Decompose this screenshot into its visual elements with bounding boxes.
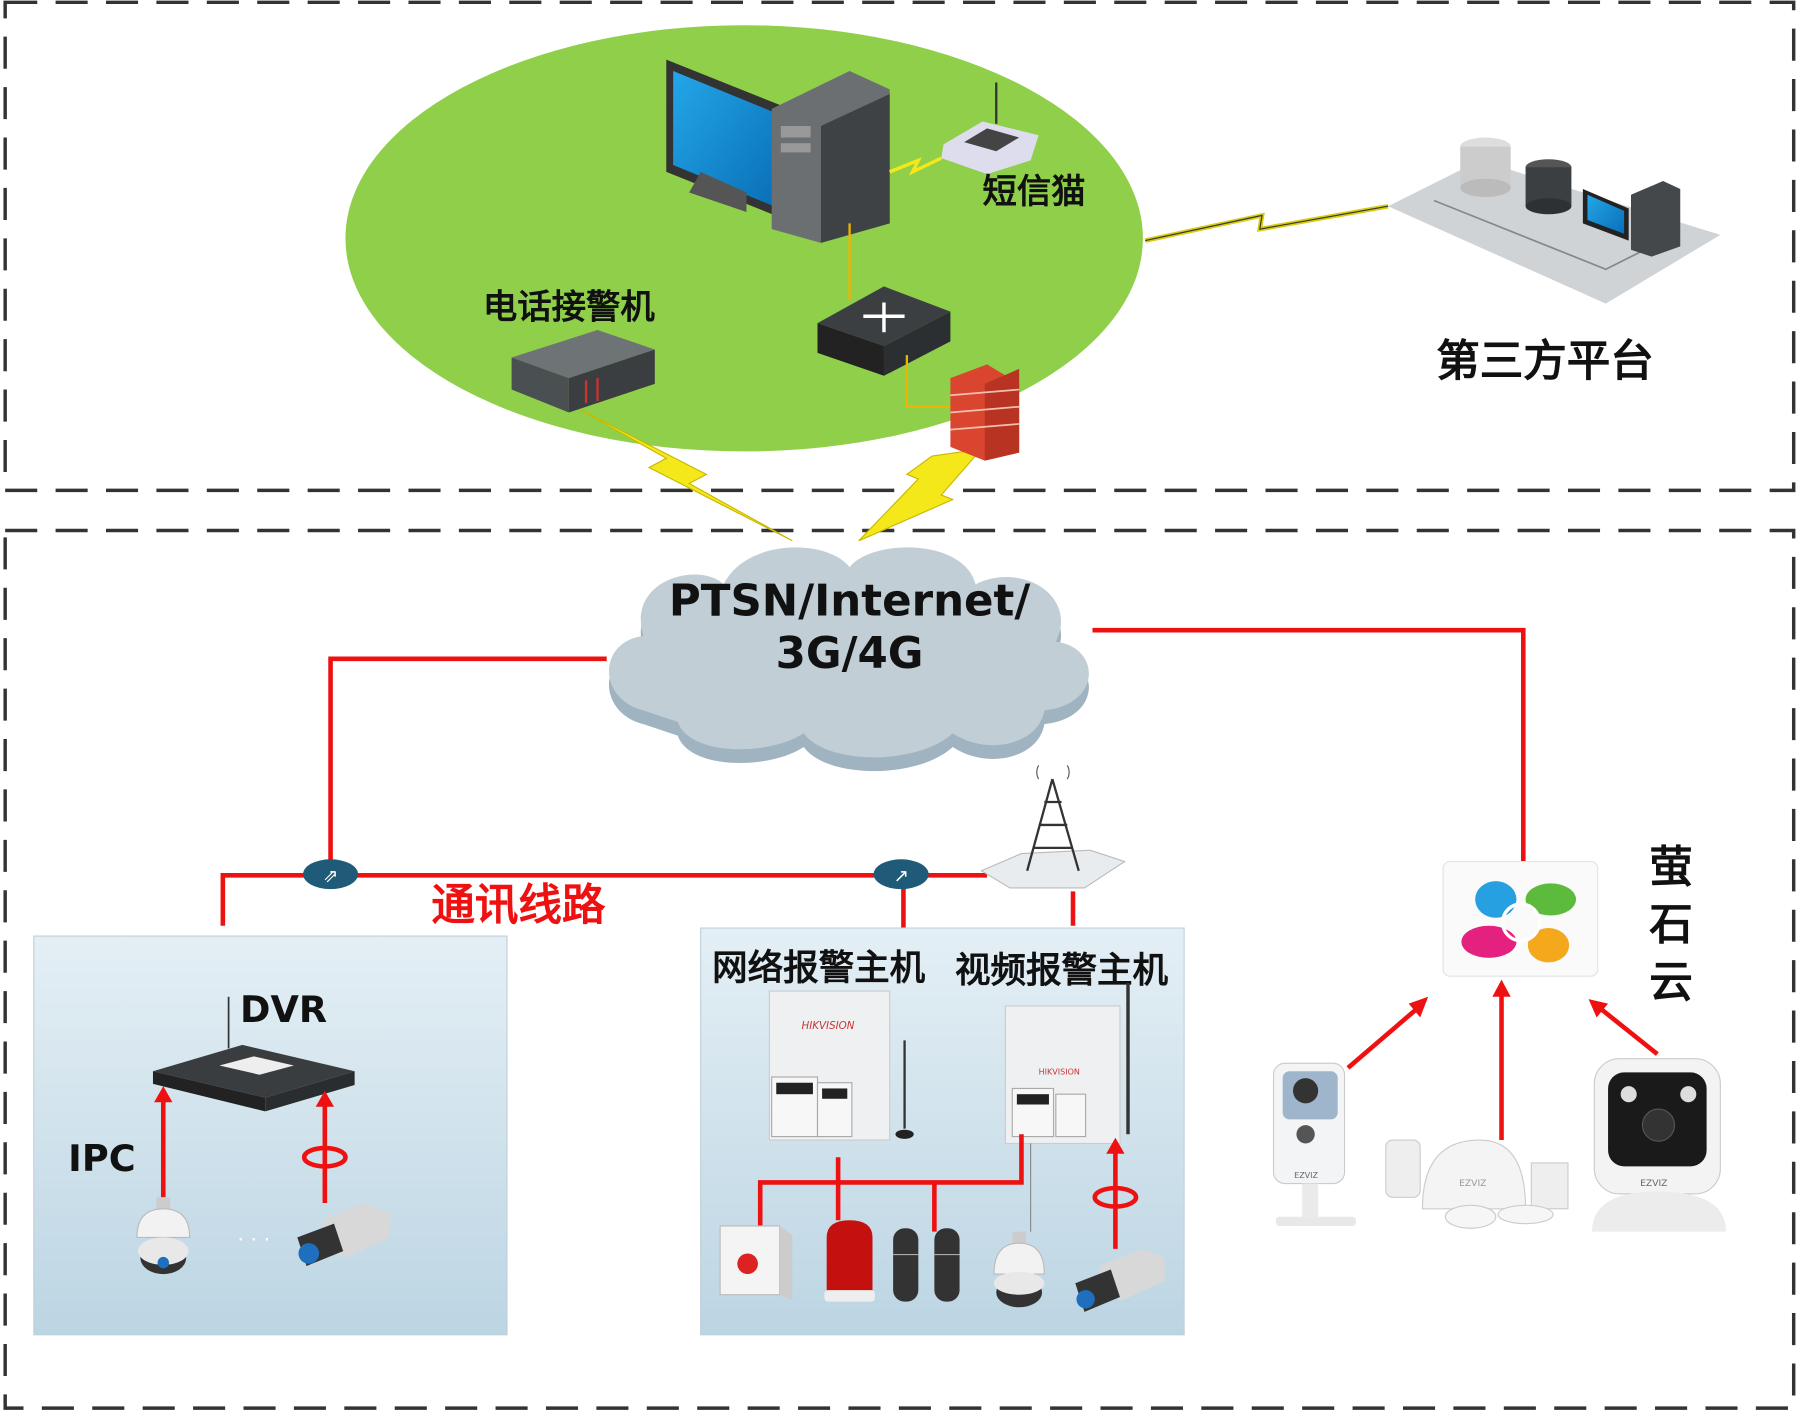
emergency-button-icon: [719, 1225, 793, 1301]
firewall-icon: [950, 364, 1020, 461]
sms-modem-icon: [889, 82, 1039, 176]
third-party-platform-label: 第三方平台: [1436, 337, 1654, 387]
ezviz-label-char: 云: [1649, 958, 1693, 1008]
router-icon: [303, 859, 359, 890]
box-camera-icon: [1075, 1248, 1165, 1312]
svg-text:EZVIZ: EZVIZ: [1640, 1178, 1667, 1189]
lightning-link-third-party: [1144, 203, 1389, 243]
ezviz-cube-camera-icon: EZVIZ: [1272, 1062, 1357, 1226]
communication-links: [220, 627, 1526, 929]
third-party-platform-icon: [1388, 137, 1721, 304]
svg-text:HIKVISION: HIKVISION: [801, 1020, 854, 1032]
svg-text:HIKVISION: HIKVISION: [1039, 1068, 1080, 1077]
video-alarm-host-label: 视频报警主机: [955, 950, 1169, 991]
phone-alarm-receiver-icon: [511, 329, 655, 413]
dvr-panel: [33, 935, 508, 1336]
cloud-label-line1: PTSN/Internet/: [669, 576, 1030, 626]
beam-detector-icon: [893, 1228, 960, 1302]
dome-camera-icon: [993, 1231, 1045, 1308]
cell-tower-icon: [980, 765, 1126, 889]
cloud-label-line2: 3G/4G: [776, 629, 924, 679]
network-switch-icon: [817, 286, 951, 376]
box-camera-icon: [297, 1203, 389, 1267]
server-computer-icon: [666, 59, 890, 243]
strobe-siren-icon: [824, 1220, 875, 1302]
cloud-icon: [608, 547, 1089, 772]
svg-text:EZVIZ: EZVIZ: [1459, 1178, 1486, 1189]
ezviz-sensors-icon: EZVIZ: [1385, 1139, 1569, 1229]
lan-ellipse: [345, 25, 1143, 452]
dome-camera-icon: [136, 1197, 191, 1275]
ezviz-label-char: 萤: [1649, 843, 1693, 893]
sms-modem-label: 短信猫: [982, 172, 1085, 212]
network-alarm-host-label: 网络报警主机: [712, 948, 926, 989]
svg-text:⇗: ⇗: [323, 866, 338, 887]
comm-line-label: 通讯线路: [431, 881, 606, 931]
ezviz-logo-icon: [1442, 861, 1599, 977]
lightning-icon: [574, 406, 793, 542]
ezviz-battery-camera-icon: EZVIZ: [1592, 1058, 1727, 1232]
video-alarm-host-icon: HIKVISION: [1004, 983, 1130, 1145]
network-alarm-host-icon: HIKVISION: [768, 990, 914, 1141]
svg-text:↗: ↗: [893, 866, 908, 887]
top-zone-border: [3, 0, 1796, 493]
lightning-icon: [858, 448, 983, 542]
phone-alarm-receiver-label: 电话接警机: [483, 288, 655, 328]
svg-text:EZVIZ: EZVIZ: [1294, 1171, 1318, 1180]
router-icon: [873, 859, 929, 890]
ipc-label: IPC: [68, 1137, 135, 1180]
ezviz-label-char: 石: [1649, 901, 1693, 951]
dvr-icon: [152, 1044, 355, 1112]
ellipsis: · · ·: [237, 1228, 270, 1252]
dvr-label: DVR: [240, 988, 327, 1031]
bottom-zone-border: [3, 528, 1796, 1410]
